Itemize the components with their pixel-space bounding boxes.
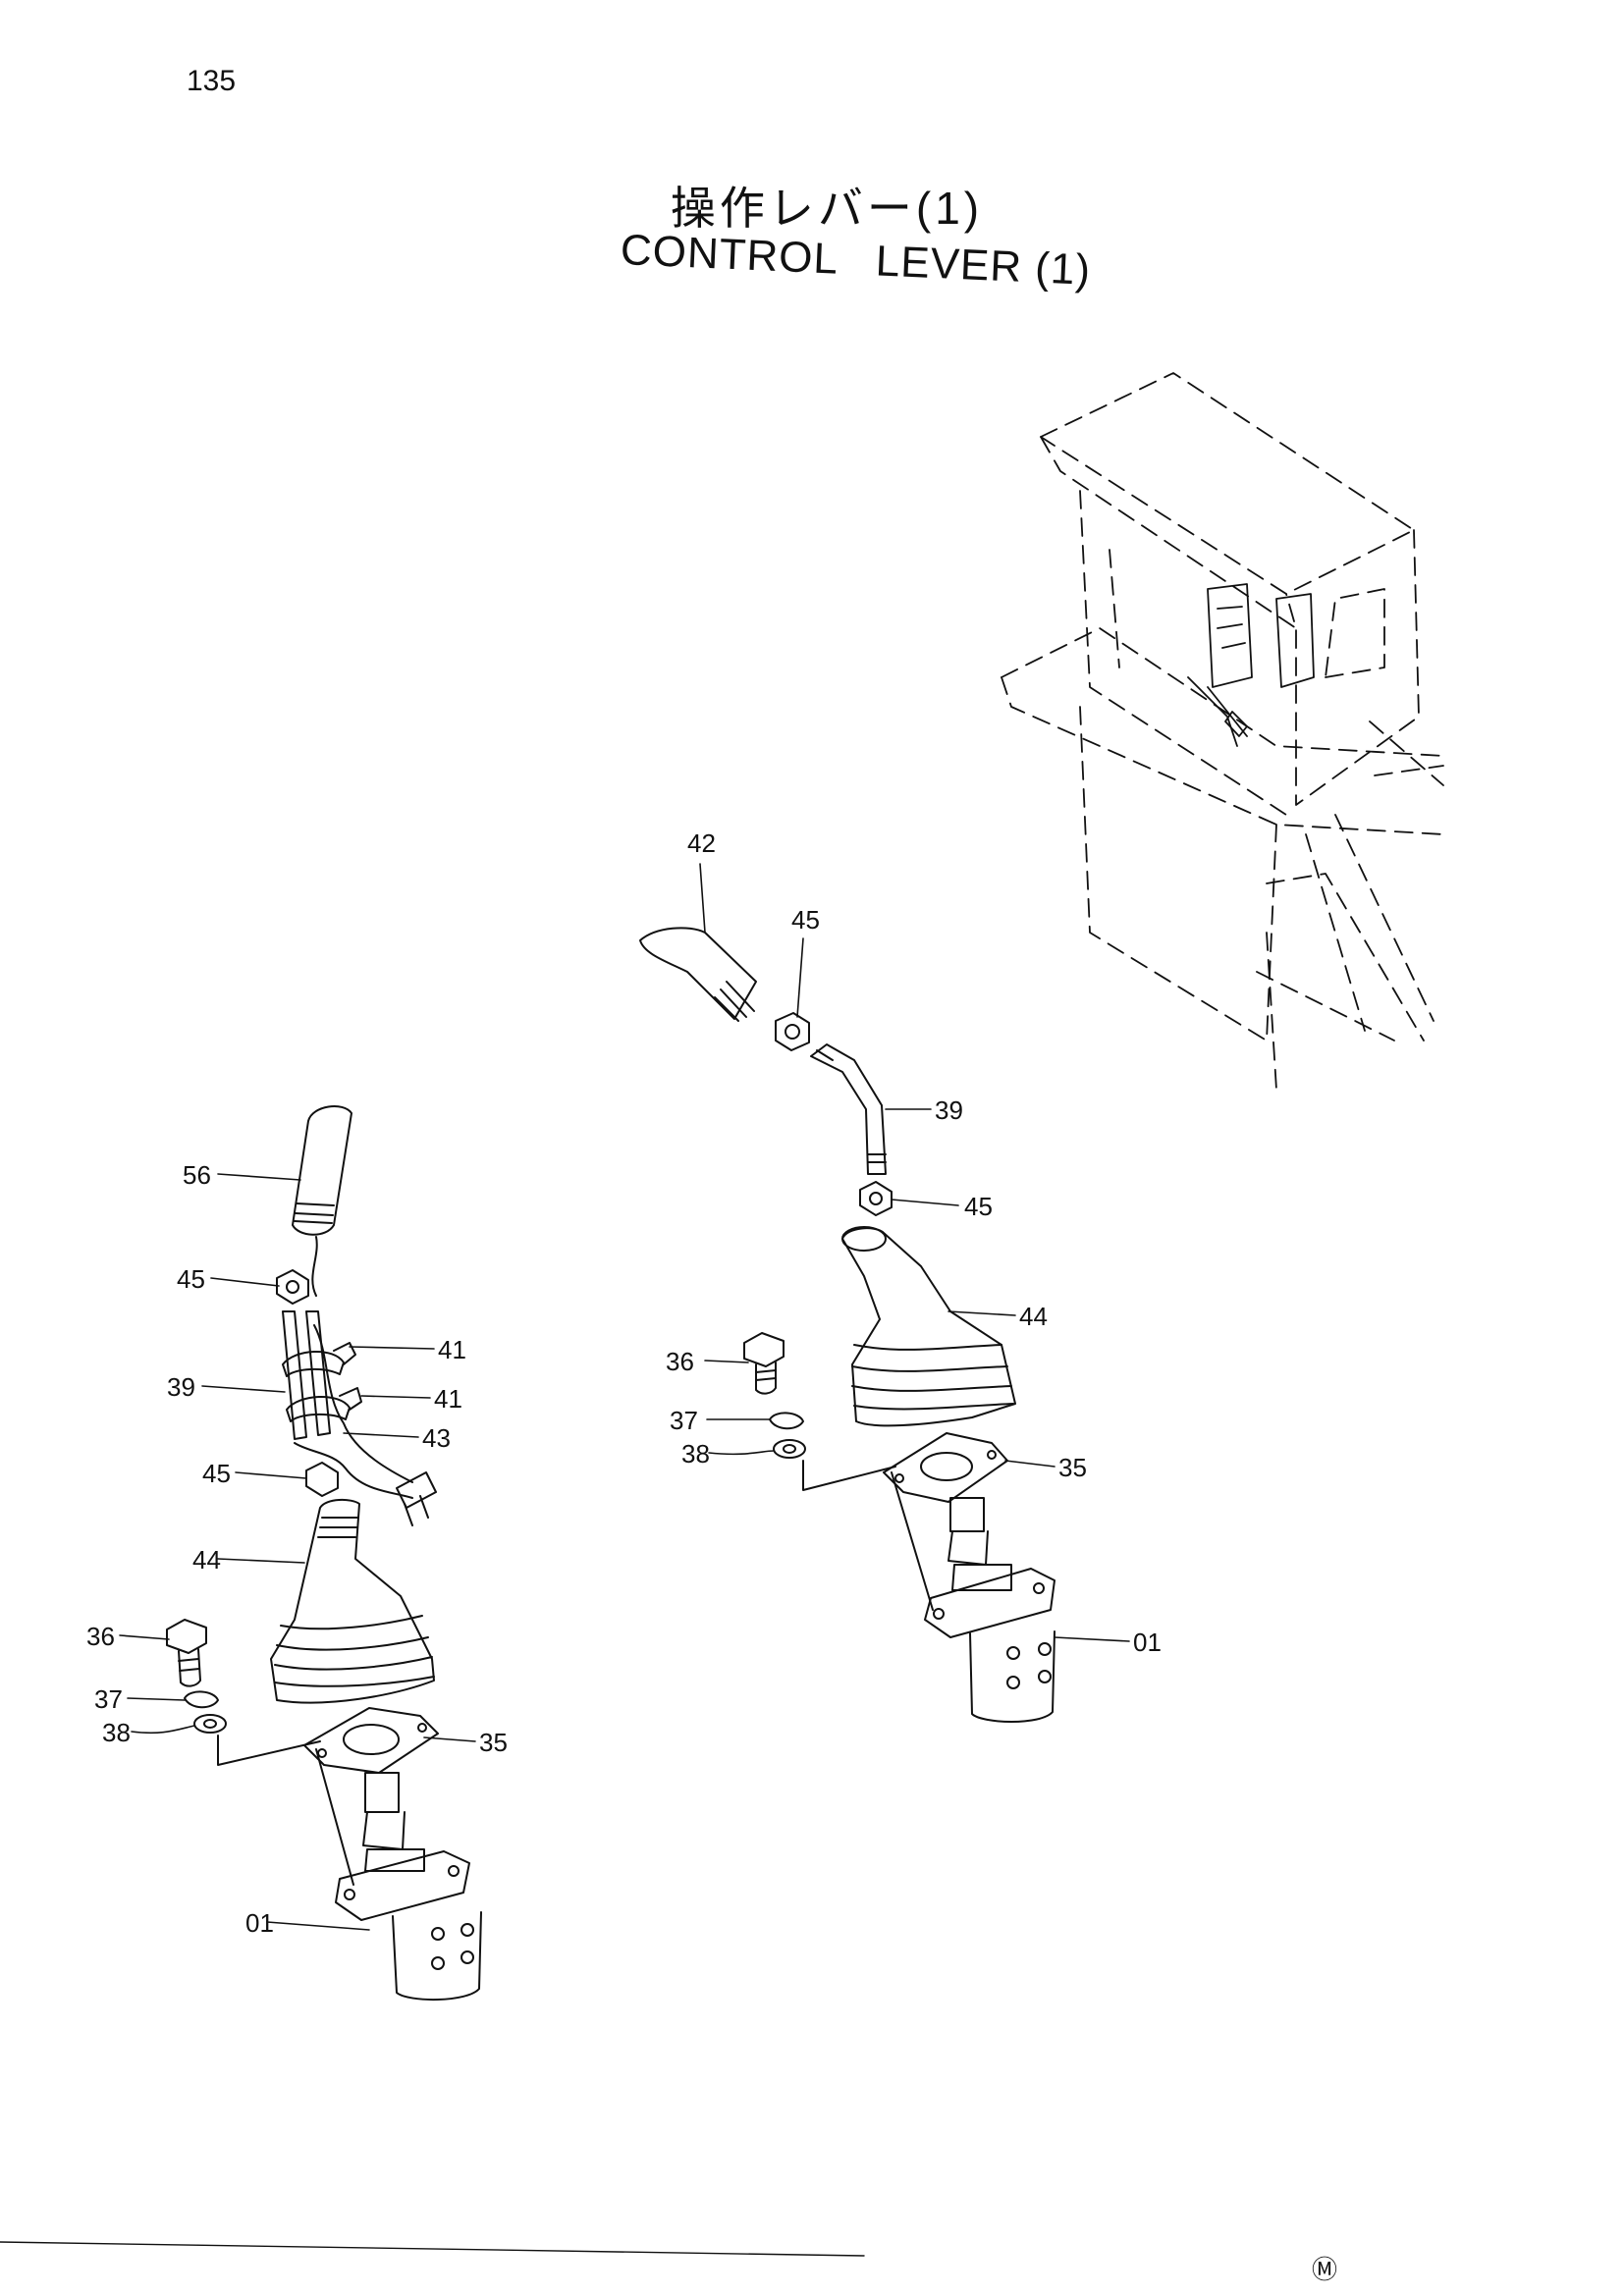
clamp-41-upper <box>282 1342 356 1377</box>
callout-01: 01 <box>1133 1628 1162 1657</box>
callout-39: 39 <box>935 1095 963 1125</box>
callout-45: 45 <box>202 1459 231 1488</box>
title-japanese: 操作レバー(1) <box>670 183 984 234</box>
assembly-line-left <box>217 1735 321 1766</box>
washer-37-right <box>769 1412 804 1430</box>
callout-43: 43 <box>422 1423 451 1453</box>
grip-56 <box>292 1105 352 1297</box>
plate-35-left <box>303 1707 439 1774</box>
nut-45-upper <box>775 1012 810 1051</box>
callout-42: 42 <box>687 828 716 858</box>
machine-cab-outline <box>1001 372 1444 1091</box>
pilot-valve-01-left <box>335 1772 482 2001</box>
nut-45-left-upper <box>276 1269 309 1305</box>
callout-labels: 42 45 39 45 44 36 37 38 35 01 56 45 41 3… <box>86 828 1162 1938</box>
leader-lines <box>119 863 1130 1931</box>
washer-38-right <box>773 1439 806 1459</box>
bolt-36-left <box>166 1619 207 1687</box>
washer-37-left <box>184 1690 219 1709</box>
lever-pipe-39 <box>810 1043 887 1175</box>
nut-45-left-lower <box>305 1462 339 1497</box>
callout-01: 01 <box>245 1908 274 1938</box>
plate-35-right <box>883 1432 1008 1503</box>
cab-console-detail <box>1187 583 1315 747</box>
clamp-41-lower <box>286 1387 362 1422</box>
callout-45: 45 <box>177 1264 205 1294</box>
callout-56: 56 <box>183 1160 211 1190</box>
bolt-36-right <box>743 1332 785 1395</box>
callout-38: 38 <box>102 1718 131 1747</box>
washer-38-left <box>193 1714 227 1734</box>
callout-45: 45 <box>791 905 820 934</box>
pilot-valve-01-right <box>924 1497 1056 1723</box>
callout-41: 41 <box>438 1335 466 1364</box>
callout-44: 44 <box>192 1545 221 1575</box>
callout-38: 38 <box>681 1439 710 1468</box>
callout-36: 36 <box>86 1622 115 1651</box>
callout-35: 35 <box>1058 1453 1087 1482</box>
wire-43 <box>294 1442 437 1526</box>
callout-45: 45 <box>964 1192 993 1221</box>
callout-36: 36 <box>666 1347 694 1376</box>
page-number: 135 <box>187 65 237 97</box>
assembly-line-right <box>802 1460 896 1491</box>
callout-35: 35 <box>479 1728 508 1757</box>
nut-45-lower <box>859 1181 893 1216</box>
callout-39: 39 <box>167 1372 195 1402</box>
manufacturer-mark: Ⓜ <box>1312 2255 1338 2284</box>
callout-37: 37 <box>94 1684 123 1714</box>
assembly-line-left-2 <box>315 1748 354 1886</box>
boot-44-left <box>270 1498 435 1704</box>
callout-37: 37 <box>670 1406 698 1435</box>
assembly-line-right-2 <box>891 1471 934 1611</box>
footer-rule <box>0 2241 865 2257</box>
boot-44-right <box>841 1226 1016 1427</box>
grip-42 <box>639 927 757 1022</box>
callout-41: 41 <box>434 1384 462 1414</box>
callout-44: 44 <box>1019 1302 1048 1331</box>
